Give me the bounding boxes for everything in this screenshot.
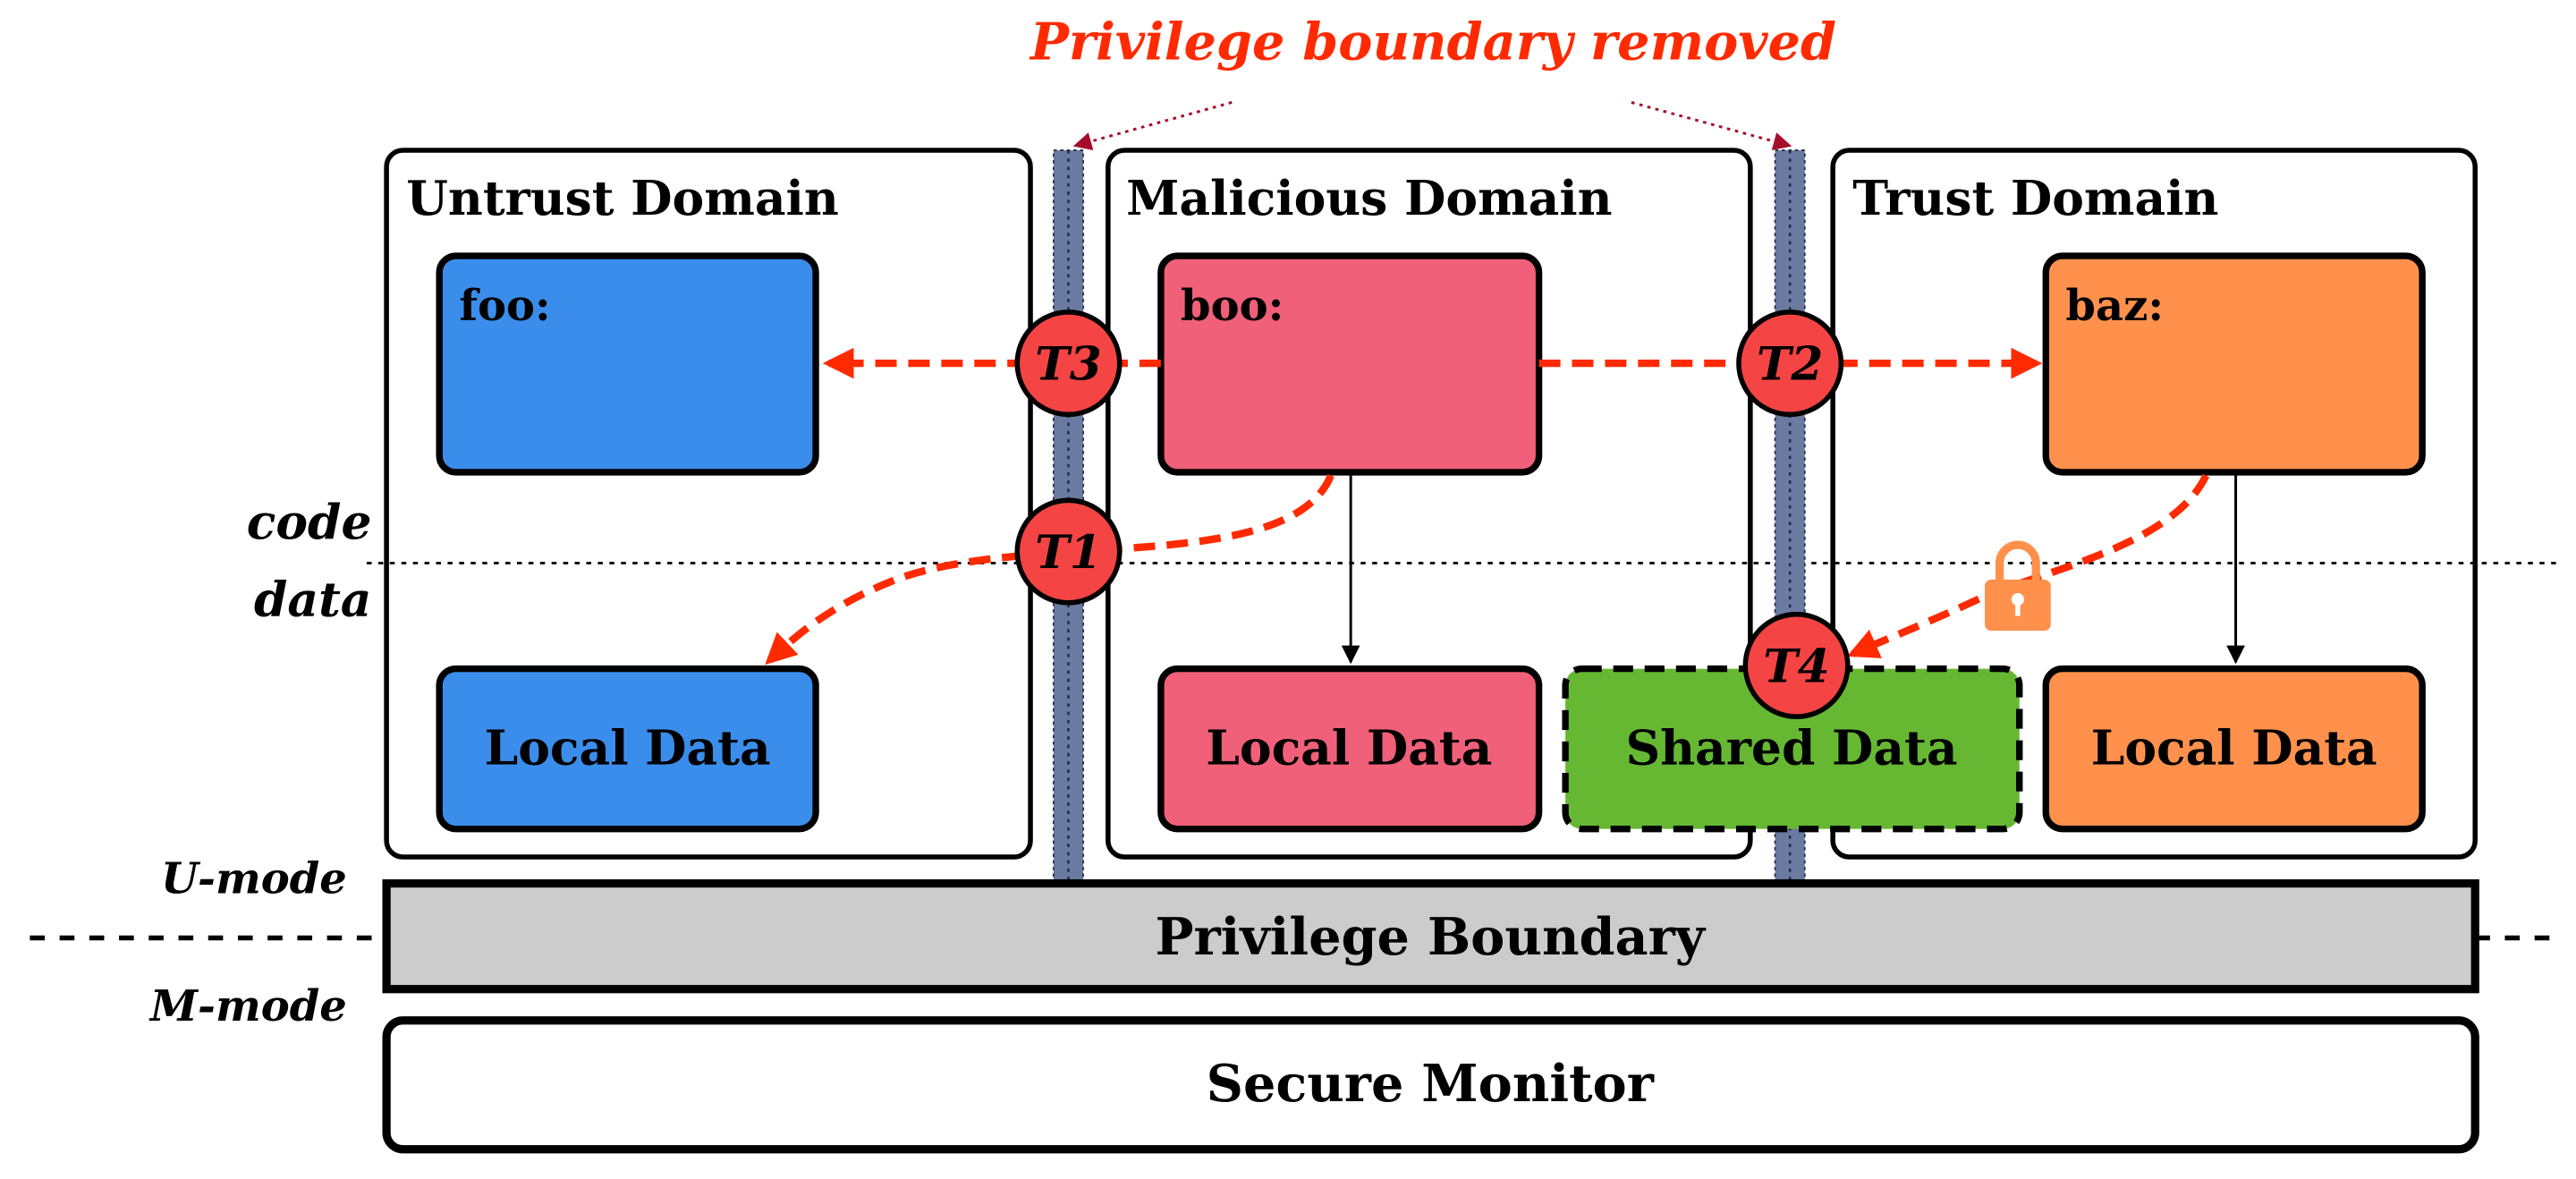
shared-data-box (1562, 665, 2023, 833)
diagram-title: Privilege boundary removed (1029, 12, 1836, 72)
title-pointer-left (1072, 101, 1233, 150)
secure-monitor-label: Secure Monitor (1207, 1054, 1655, 1114)
code-label: code (247, 494, 372, 550)
threat-marker-t4: T4 (1742, 611, 1851, 719)
trust-local-data-label: Local Data (2091, 720, 2377, 776)
m-mode-label: M-mode (148, 981, 347, 1031)
u-mode-label: U-mode (161, 854, 347, 904)
trust-domain-label: Trust Domain (1852, 170, 2218, 226)
threat-marker-t3: T3 (1014, 310, 1123, 418)
shared-data-label: Shared Data (1626, 720, 1958, 776)
threat-marker-t1: T1 (1014, 497, 1123, 606)
privilege-boundary-label: Privilege Boundary (1155, 907, 1706, 967)
baz-code-label: baz: (2065, 281, 2164, 331)
secure-monitor-box (382, 1016, 2479, 1154)
malicious-domain-label: Malicious Domain (1126, 170, 1613, 226)
privilege-boundary-bar (382, 878, 2479, 994)
foo-code-label: foo: (459, 281, 550, 331)
untrust-local-data-label: Local Data (485, 720, 771, 776)
threat-t3-label: T3 (1035, 337, 1101, 392)
foo-code-box (436, 252, 819, 476)
trust-local-data-box (2042, 665, 2426, 833)
boo-code-label: boo: (1181, 281, 1284, 331)
baz-code-box (2042, 252, 2426, 476)
untrust-local-data-box (436, 665, 819, 833)
attack-arrow-t1 (765, 474, 1335, 666)
lock-icon (1984, 540, 2051, 632)
threat-marker-t2: T2 (1736, 310, 1844, 418)
data-label: data (254, 572, 372, 628)
malicious-local-data-label: Local Data (1206, 720, 1492, 776)
threat-t4-label: T4 (1763, 639, 1829, 693)
title-pointer-right (1631, 101, 1792, 151)
threat-t1-label: T1 (1035, 525, 1101, 580)
untrust-domain-label: Untrust Domain (406, 170, 839, 226)
threat-t2-label: T2 (1757, 337, 1823, 392)
malicious-local-data-box (1157, 665, 1543, 833)
